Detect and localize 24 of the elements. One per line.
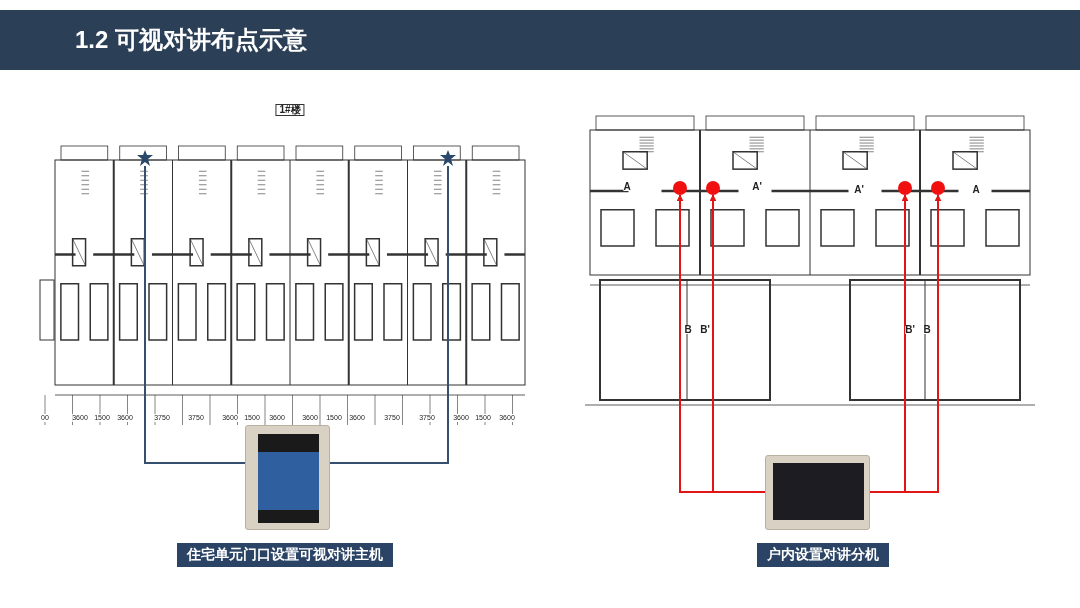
page-title: 1.2 可视对讲布点示意: [75, 25, 308, 55]
arrow: [869, 194, 942, 493]
point-marker: [931, 181, 945, 195]
connector-line: [329, 165, 449, 464]
unit-label: A': [752, 183, 762, 191]
point-marker: [673, 181, 687, 195]
building-label: 1#楼: [275, 104, 305, 116]
unit-label: B': [905, 326, 915, 334]
caption-label: 住宅单元门口设置可视对讲主机: [177, 543, 393, 567]
point-marker: [706, 181, 720, 195]
star-marker: [137, 150, 153, 166]
unit-label: B': [700, 326, 710, 334]
indoor-monitor-picture: [765, 455, 870, 530]
door-station-picture: [245, 425, 330, 530]
caption-label: 户内设置对讲分机: [757, 543, 889, 567]
unit-label: B: [923, 326, 931, 334]
unit-label: B: [684, 326, 692, 334]
unit-label: A': [854, 186, 864, 194]
star-marker: [440, 150, 456, 166]
unit-label: A: [623, 183, 631, 191]
connector-line: [144, 165, 246, 464]
point-marker: [898, 181, 912, 195]
arrow: [709, 194, 766, 493]
unit-label: A: [972, 186, 980, 194]
